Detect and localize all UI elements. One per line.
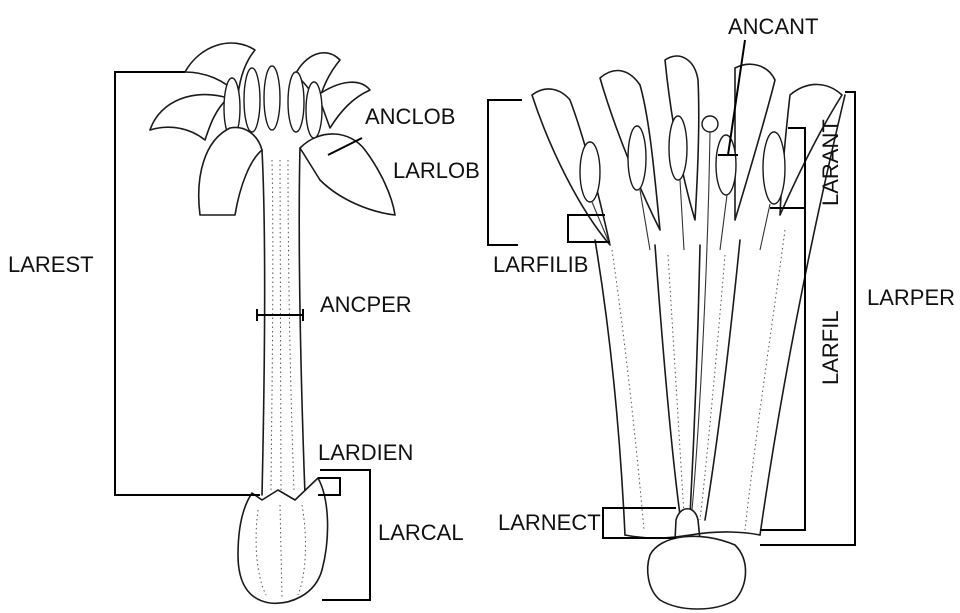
- label-ancper: ANCPER: [320, 292, 412, 317]
- label-anclob: ANCLOB: [365, 104, 455, 129]
- label-larcal: LARCAL: [378, 520, 464, 545]
- label-lardien: LARDIEN: [318, 440, 413, 465]
- label-larfilib: LARFILIB: [493, 252, 588, 277]
- label-larest: LAREST: [8, 252, 94, 277]
- whole-flower-illustration: [150, 43, 395, 603]
- label-larant: LARANT: [818, 119, 843, 206]
- label-larfil: LARFIL: [818, 310, 843, 385]
- label-larnect: LARNECT: [498, 510, 601, 535]
- label-larlob: LARLOB: [393, 158, 480, 183]
- label-larper: LARPER: [867, 285, 955, 310]
- label-ancant: ANCANT: [728, 14, 818, 39]
